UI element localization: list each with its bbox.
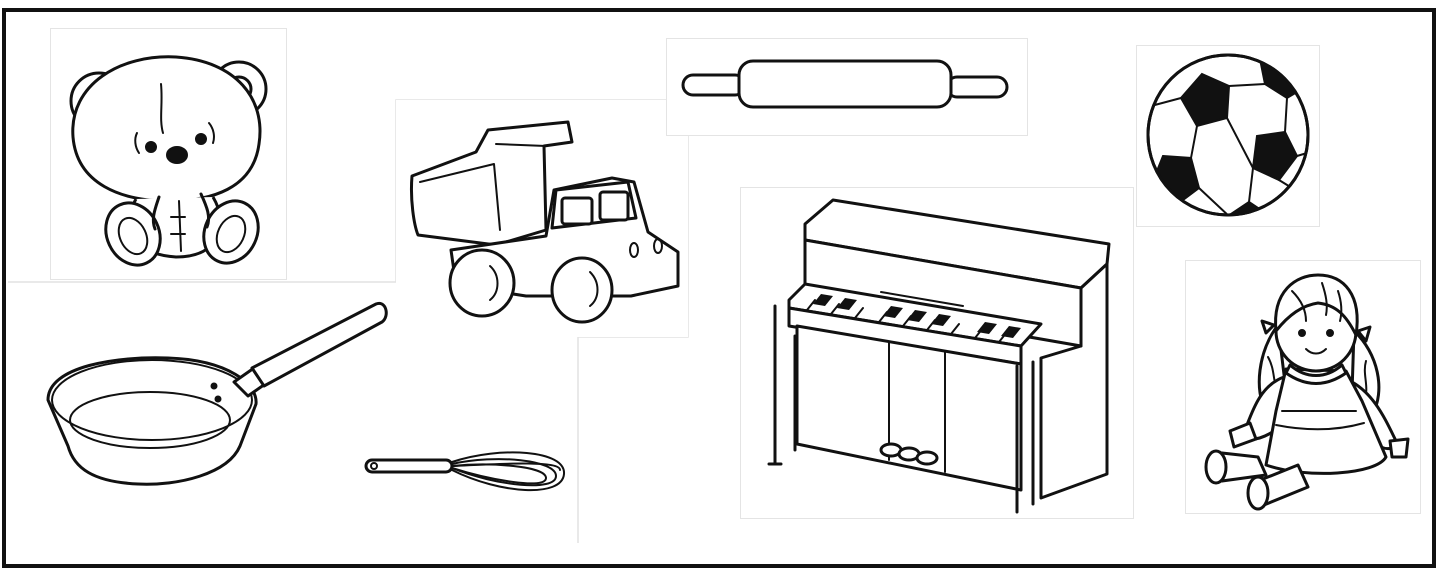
dump-truck-card[interactable]: [396, 100, 688, 337]
whisk-card[interactable]: [360, 446, 574, 510]
dump-truck-icon: [410, 120, 680, 324]
teddy-bear-card[interactable]: [50, 28, 287, 280]
whisk-icon: [364, 451, 566, 491]
frying-pan-card[interactable]: [38, 296, 398, 492]
piano-card[interactable]: [740, 187, 1134, 519]
rolling-pin-card[interactable]: [666, 38, 1028, 136]
piano-icon: [767, 198, 1111, 514]
teddy-bear-icon: [69, 55, 268, 267]
doll-card[interactable]: [1185, 260, 1421, 514]
frying-pan-icon: [46, 301, 388, 486]
rolling-pin-icon: [681, 59, 1009, 109]
doll-icon: [1204, 273, 1410, 511]
soccer-ball-card[interactable]: [1136, 45, 1320, 227]
soccer-ball-icon: [1146, 53, 1310, 217]
